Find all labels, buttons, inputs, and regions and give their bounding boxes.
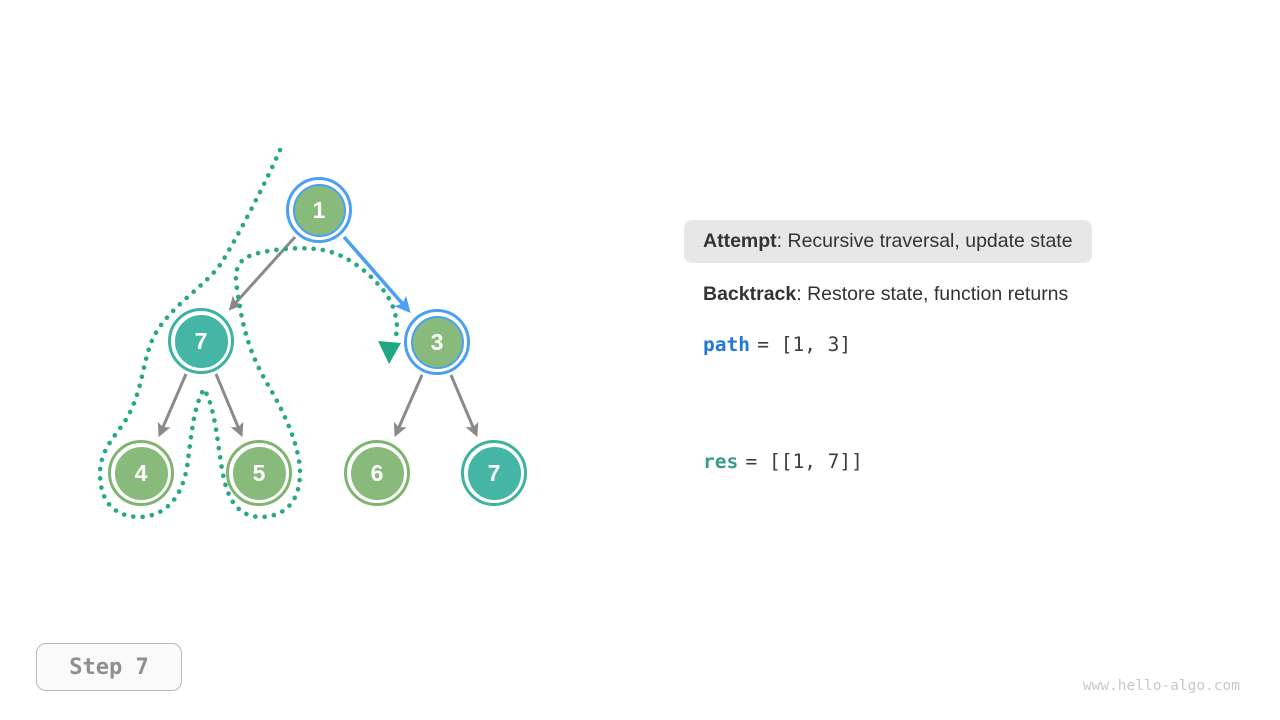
tree-node-1: 1 xyxy=(286,177,352,243)
edge-7-to-5 xyxy=(214,373,244,438)
backtrack-line: Backtrack: Restore state, function retur… xyxy=(703,283,1068,306)
tree-node-3: 3 xyxy=(404,309,470,375)
backtrack-text: : Restore state, function returns xyxy=(796,283,1069,305)
tree-node-4-label: 4 xyxy=(114,446,168,500)
step-badge: Step 7 xyxy=(36,643,182,691)
edge-7-to-4 xyxy=(157,373,188,438)
attempt-callout: Attempt: Recursive traversal, update sta… xyxy=(684,220,1092,263)
tree-node-5-label: 5 xyxy=(232,446,286,500)
traversal-trail xyxy=(97,147,400,520)
tree-node-1-label: 1 xyxy=(292,183,346,237)
tree-node-4: 4 xyxy=(108,440,174,506)
tree-node-6: 6 xyxy=(344,440,410,506)
trail-arrowhead-icon xyxy=(378,341,401,364)
backtrack-label: Backtrack xyxy=(703,283,797,305)
path-value: = [1, 3] xyxy=(757,333,852,356)
attempt-text: : Recursive traversal, update state xyxy=(776,230,1073,252)
tree-node-7-left-label: 7 xyxy=(174,314,228,368)
res-value: = [[1, 7]] xyxy=(745,450,863,473)
tree-node-3-label: 3 xyxy=(410,315,464,369)
res-state-line: res = [[1, 7]] xyxy=(703,450,863,473)
tree-node-5: 5 xyxy=(226,440,292,506)
attempt-label: Attempt xyxy=(703,230,777,252)
res-variable: res xyxy=(703,450,739,473)
tree-node-7-left: 7 xyxy=(168,308,234,374)
edge-1-to-3-highlighted xyxy=(342,235,411,313)
step-badge-label: Step 7 xyxy=(69,654,149,680)
edge-3-to-6 xyxy=(393,374,424,438)
edge-3-to-7 xyxy=(449,374,479,438)
path-variable: path xyxy=(703,333,750,356)
tree-node-7-right: 7 xyxy=(461,440,527,506)
tree-node-7-right-label: 7 xyxy=(467,446,521,500)
tree-node-6-label: 6 xyxy=(350,446,404,500)
path-state-line: path = [1, 3] xyxy=(703,333,851,356)
watermark: www.hello-algo.com xyxy=(1082,678,1240,694)
